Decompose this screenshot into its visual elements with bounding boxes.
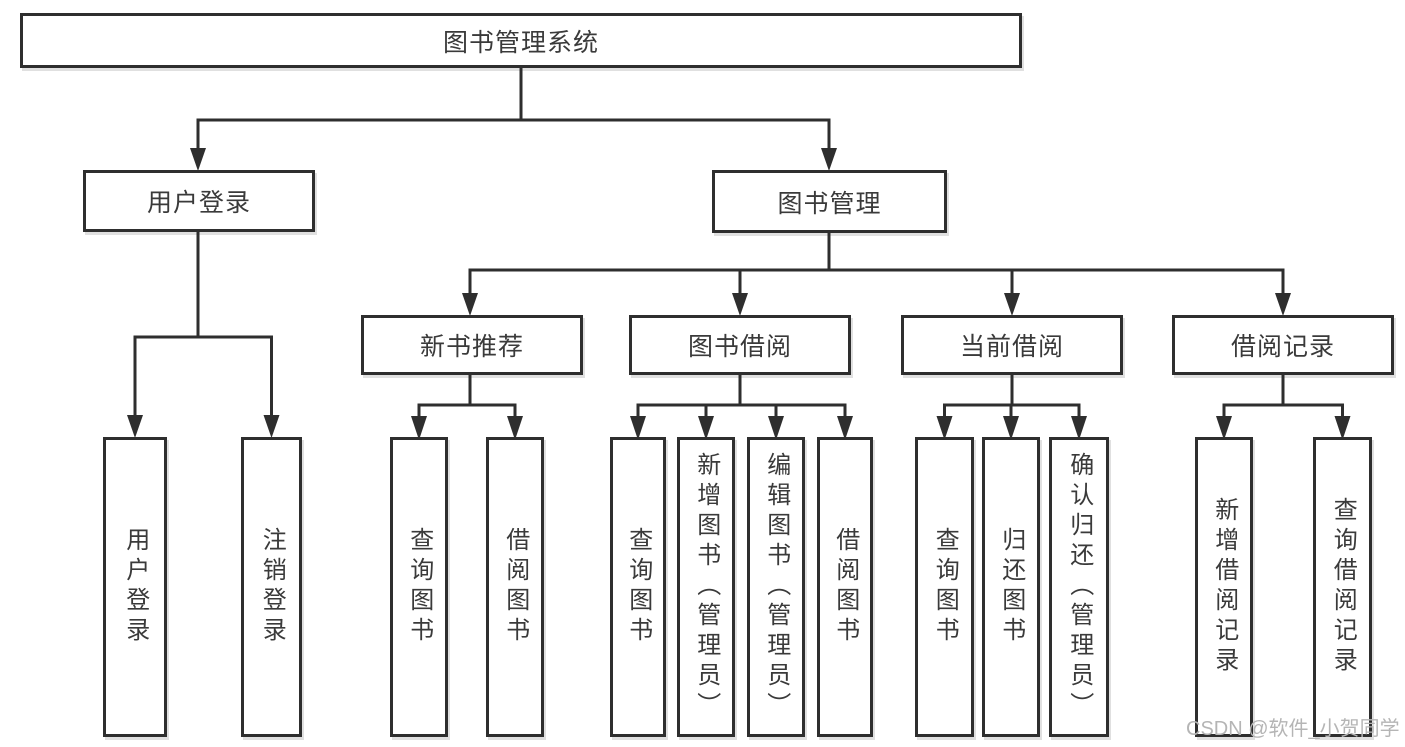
leaf-query-books-1: 查询图书 <box>390 437 448 737</box>
leaf-query-books-2-label: 查询图书 <box>624 527 652 647</box>
leaf-confirm-return-admin-label: 确认归还（管理员） <box>1065 452 1093 722</box>
node-current-borrowing: 当前借阅 <box>901 315 1123 375</box>
node-book-borrowing: 图书借阅 <box>629 315 851 375</box>
leaf-query-books-3: 查询图书 <box>915 437 974 737</box>
leaf-return-books: 归还图书 <box>982 437 1040 737</box>
node-book-management-label: 图书管理 <box>777 189 882 218</box>
node-book-management: 图书管理 <box>712 170 947 233</box>
leaf-user-login: 用户登录 <box>103 437 167 737</box>
leaf-borrow-books-1: 借阅图书 <box>486 437 544 737</box>
leaf-add-borrow-record-label: 新增借阅记录 <box>1210 497 1238 677</box>
leaf-confirm-return-admin: 确认归还（管理员） <box>1049 437 1109 737</box>
leaf-edit-book-admin: 编辑图书（管理员） <box>747 437 805 737</box>
node-user-login-label: 用户登录 <box>146 189 251 217</box>
node-borrowing-records: 借阅记录 <box>1172 315 1394 375</box>
leaf-borrow-books-1-label: 借阅图书 <box>501 527 529 647</box>
leaf-query-books-2: 查询图书 <box>610 437 666 737</box>
leaf-query-books-1-label: 查询图书 <box>405 527 433 647</box>
leaf-add-borrow-record: 新增借阅记录 <box>1195 437 1253 737</box>
leaf-query-books-3-label: 查询图书 <box>931 527 959 647</box>
node-book-borrowing-label: 图书借阅 <box>687 333 792 361</box>
node-root: 图书管理系统 <box>20 13 1022 68</box>
leaf-query-borrow-record-label: 查询借阅记录 <box>1329 497 1357 677</box>
leaf-logout-login-label: 注销登录 <box>258 527 286 647</box>
leaf-user-login-label: 用户登录 <box>121 527 149 647</box>
node-user-login: 用户登录 <box>83 170 315 232</box>
leaf-borrow-books-2-label: 借阅图书 <box>831 527 859 647</box>
leaf-logout-login: 注销登录 <box>241 437 302 737</box>
leaf-return-books-label: 归还图书 <box>997 527 1025 647</box>
node-root-label: 图书管理系统 <box>442 28 599 57</box>
csdn-watermark: CSDN @软件_小贺同学 <box>1186 718 1400 740</box>
node-borrowing-records-label: 借阅记录 <box>1230 333 1335 361</box>
leaf-add-book-admin-label: 新增图书（管理员） <box>692 452 720 722</box>
leaf-borrow-books-2: 借阅图书 <box>817 437 873 737</box>
node-current-borrowing-label: 当前借阅 <box>959 333 1064 361</box>
node-new-book-recommend-label: 新书推荐 <box>419 333 524 361</box>
leaf-add-book-admin: 新增图书（管理员） <box>677 437 735 737</box>
leaf-edit-book-admin-label: 编辑图书（管理员） <box>762 452 790 722</box>
leaf-query-borrow-record: 查询借阅记录 <box>1313 437 1372 737</box>
node-new-book-recommend: 新书推荐 <box>361 315 583 375</box>
